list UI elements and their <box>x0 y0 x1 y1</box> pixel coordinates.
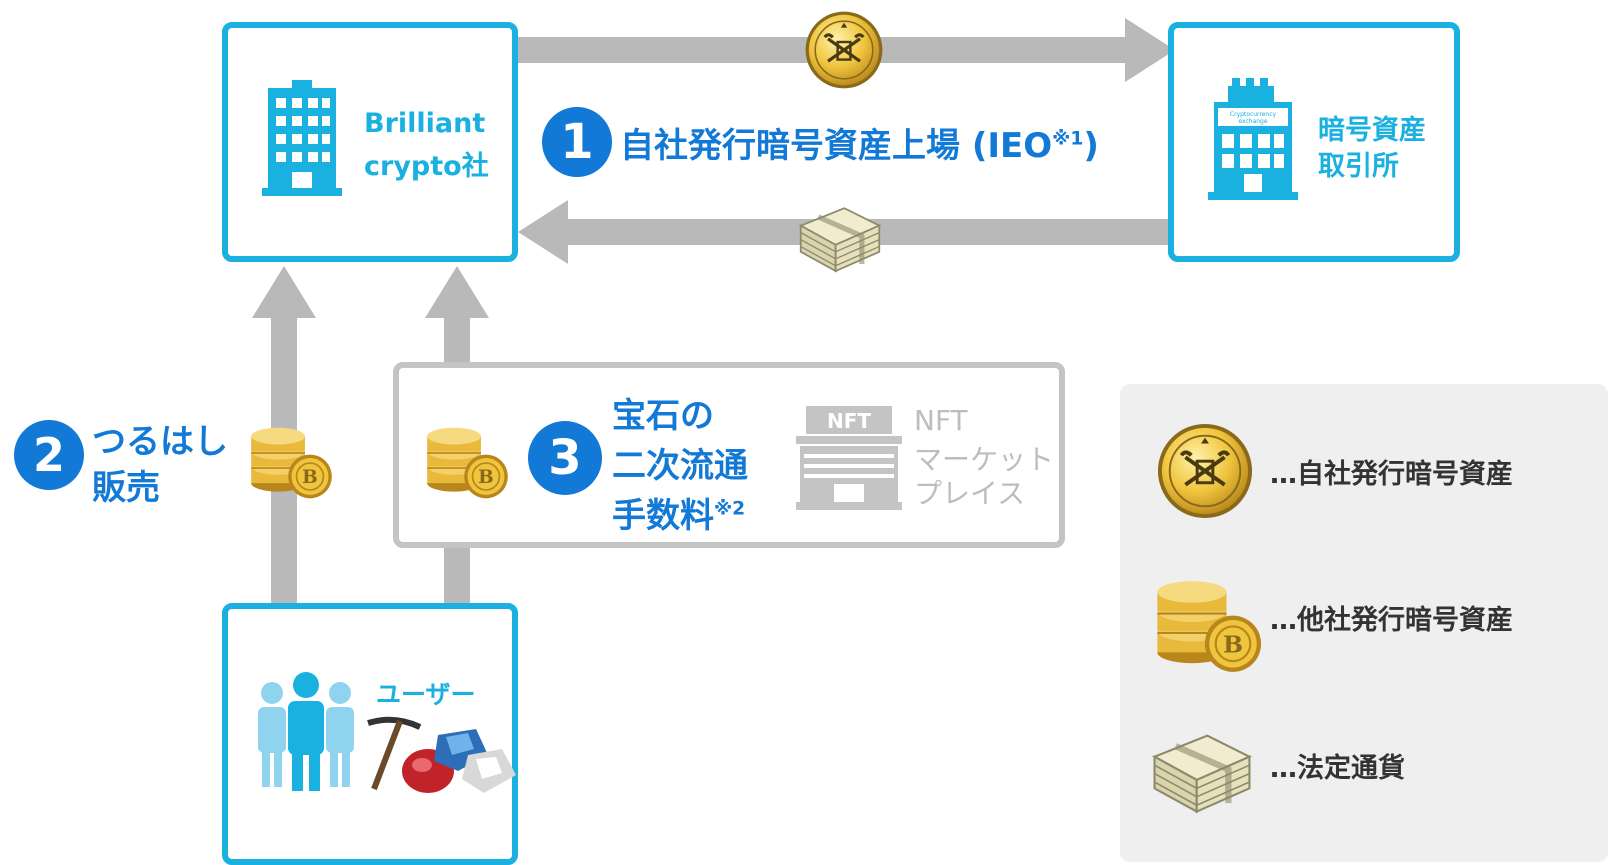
exchange-sign: Cryptocurrency <box>1230 111 1277 118</box>
step3-text: 手数料 <box>612 496 714 536</box>
step3-badge: 3 <box>528 421 602 495</box>
coin-stack-icon <box>1156 580 1263 673</box>
building-icon <box>262 80 342 196</box>
company-token-icon <box>804 10 884 90</box>
nft-label-line1: NFT <box>914 404 968 437</box>
step3-number: 3 <box>548 430 582 486</box>
brilliant-crypto-box: Brilliant crypto社 <box>222 22 518 262</box>
legend-fiat: …法定通貨 <box>1270 753 1405 784</box>
step1-label: 自社発行暗号資産上場 (IEO※1) <box>620 118 1099 167</box>
user-box: ユーザー <box>222 603 518 865</box>
exchange-building-icon: Cryptocurrency exchange <box>1208 78 1298 200</box>
step2-label-line1: つるはし <box>92 422 228 462</box>
step2-label-line2: 販売 <box>92 468 160 508</box>
exchange-box: Cryptocurrency exchange 暗号資産 取引所 <box>1168 22 1460 262</box>
step2-number: 2 <box>32 428 65 482</box>
step3-label-line2: 二次流通 <box>612 446 748 486</box>
coin-stack-icon <box>426 426 509 500</box>
step1-number: 1 <box>560 114 594 170</box>
step3-label-line3: 手数料※2 <box>612 488 745 537</box>
step1-note: ※1 <box>1052 128 1084 150</box>
pickaxe-icon <box>367 716 422 791</box>
nft-sign: NFT <box>827 409 871 433</box>
step3-note: ※2 <box>714 498 746 520</box>
users-icon <box>258 672 354 791</box>
legend-own-token: …自社発行暗号資産 <box>1270 459 1513 490</box>
company-token-icon <box>1156 422 1254 520</box>
ieo-arrow-right-head <box>1125 18 1175 82</box>
banknote-stack-icon <box>1142 704 1262 820</box>
step1-badge: 1 <box>542 107 612 177</box>
coin-stack-icon <box>250 426 333 500</box>
step2-badge: 2 <box>14 420 84 490</box>
step1-close: ) <box>1083 126 1099 166</box>
legend-panel: …自社発行暗号資産 …他社発行暗号資産 …法定通貨 <box>1120 384 1608 862</box>
svg-text:exchange: exchange <box>1238 118 1267 125</box>
legend-other-token: …他社発行暗号資産 <box>1270 605 1513 636</box>
step3-label-line1: 宝石の <box>612 396 714 436</box>
nft-building-icon: NFT <box>796 406 902 510</box>
exchange-label-line2: 取引所 <box>1318 151 1399 182</box>
brilliant-label-line2: crypto社 <box>364 151 489 182</box>
user-label: ユーザー <box>376 680 476 709</box>
nft-marketplace-box <box>393 362 1065 548</box>
nft-label-line3: プレイス <box>914 477 1026 510</box>
exchange-label-line1: 暗号資産 <box>1318 115 1426 146</box>
fee-arrow-head <box>425 266 489 318</box>
pickaxe-sale-arrow-head <box>252 266 316 318</box>
banknote-stack-icon <box>790 182 890 278</box>
fiat-arrow-left-head <box>518 200 568 264</box>
step1-text: 自社発行暗号資産上場 (IEO <box>620 126 1053 166</box>
nft-label-line2: マーケット <box>914 443 1055 476</box>
gem-icon <box>402 729 516 793</box>
brilliant-label-line1: Brilliant <box>364 108 486 139</box>
